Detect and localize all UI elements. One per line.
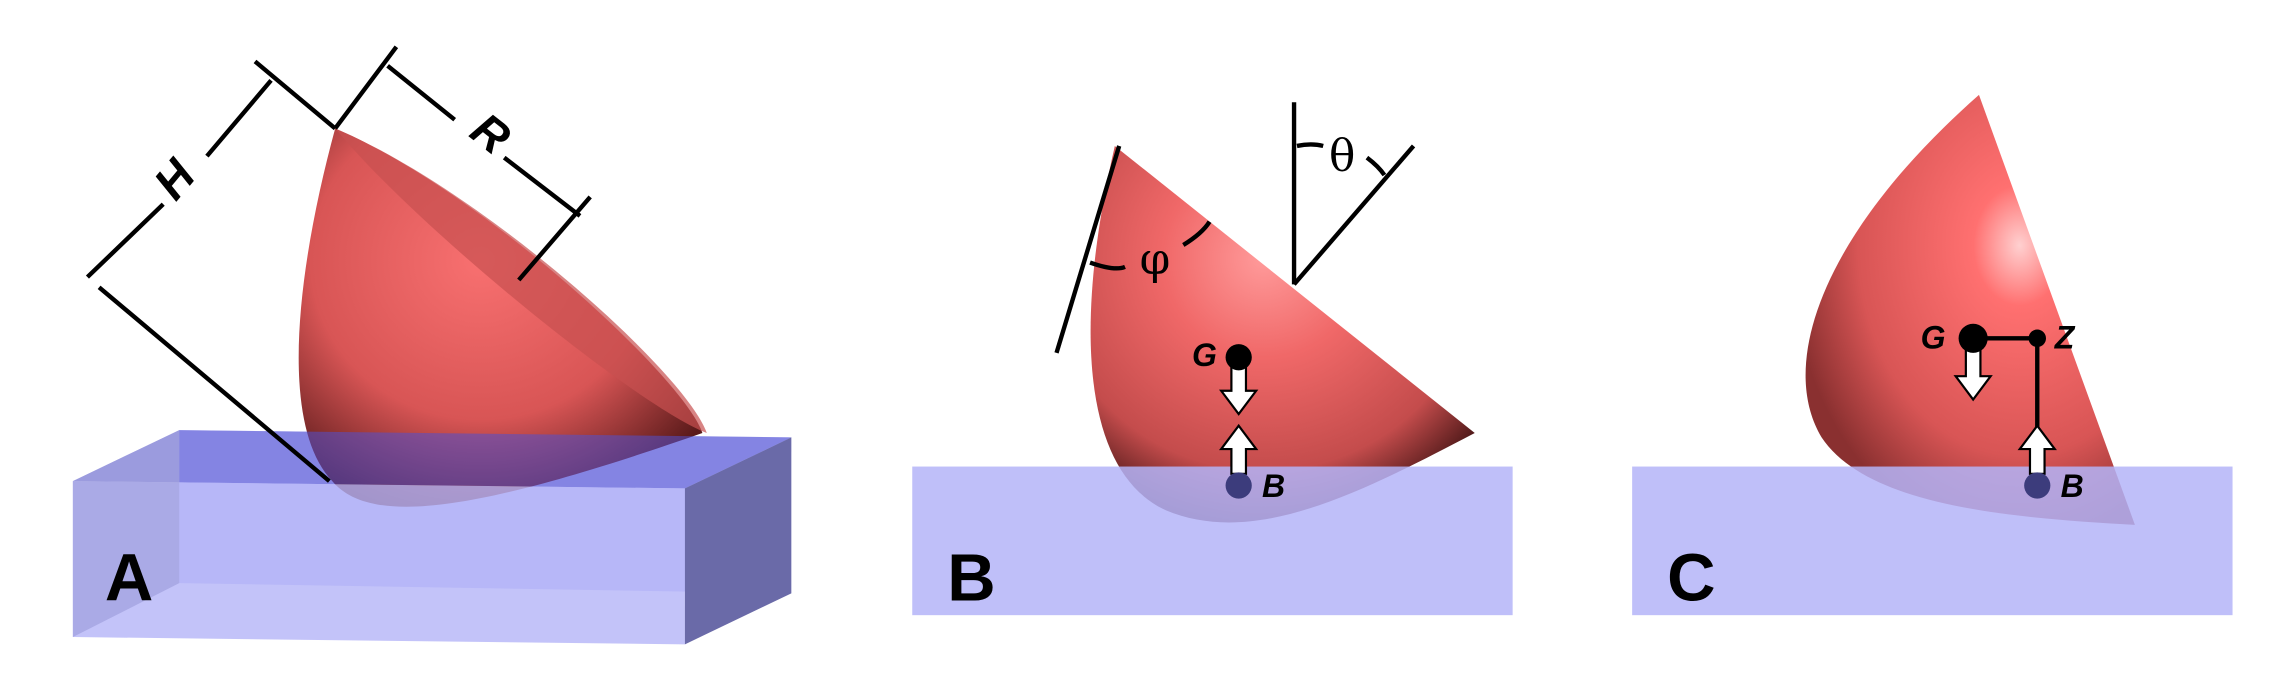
r-label: R <box>461 102 520 164</box>
theta-label: θ <box>1329 131 1355 182</box>
box-right-face <box>684 437 792 645</box>
g-label: G <box>1921 320 1946 356</box>
buoyancy-arrow <box>2017 423 2057 475</box>
phi-reference-line <box>1054 145 1122 354</box>
panel-label-b: B <box>947 541 995 616</box>
water-region <box>912 466 1513 616</box>
r-extension-top <box>333 45 399 130</box>
box-top-face <box>72 430 792 489</box>
panel-b: φ θ G B B <box>912 102 1513 616</box>
z-label: Z <box>2054 320 2076 356</box>
center-of-buoyancy-point <box>1225 472 1252 499</box>
theta-arc <box>1296 142 1387 177</box>
paraboloid-body <box>1090 145 1475 523</box>
h-label: H <box>144 149 206 209</box>
box-front-face <box>72 481 685 645</box>
center-of-gravity-point <box>1225 344 1252 371</box>
h-dimension-line-2 <box>205 78 273 158</box>
box-left-edge <box>72 430 180 638</box>
buoyancy-arrow <box>1219 423 1259 475</box>
b-label: B <box>1262 468 1285 504</box>
r-dimension-line-1 <box>386 64 457 122</box>
panel-a: H R A <box>72 45 792 645</box>
r-extension-bottom <box>517 195 592 282</box>
center-of-buoyancy-point <box>2024 472 2051 499</box>
water-region <box>1632 466 2233 616</box>
h-dimension-line-1 <box>85 202 165 279</box>
paraboloid-body <box>1805 94 2135 525</box>
paraboloid-body <box>298 128 703 507</box>
panel-label-c: C <box>1667 541 1715 616</box>
center-of-gravity-point <box>1958 323 1988 353</box>
g-label: G <box>1192 337 1217 373</box>
h-extension-bottom <box>97 285 331 483</box>
tilt-line <box>1292 144 1416 286</box>
metacenter-point <box>2028 329 2047 348</box>
h-extension-top <box>253 59 337 131</box>
b-label: B <box>2061 468 2084 504</box>
panel-c: G Z B C <box>1632 94 2233 616</box>
panel-label-a: A <box>105 541 153 616</box>
phi-label: φ <box>1140 234 1171 285</box>
phi-arc <box>1089 220 1212 271</box>
gravity-arrow <box>1953 348 1993 402</box>
gravity-arrow <box>1219 366 1259 416</box>
r-dimension-line-2 <box>502 155 582 218</box>
